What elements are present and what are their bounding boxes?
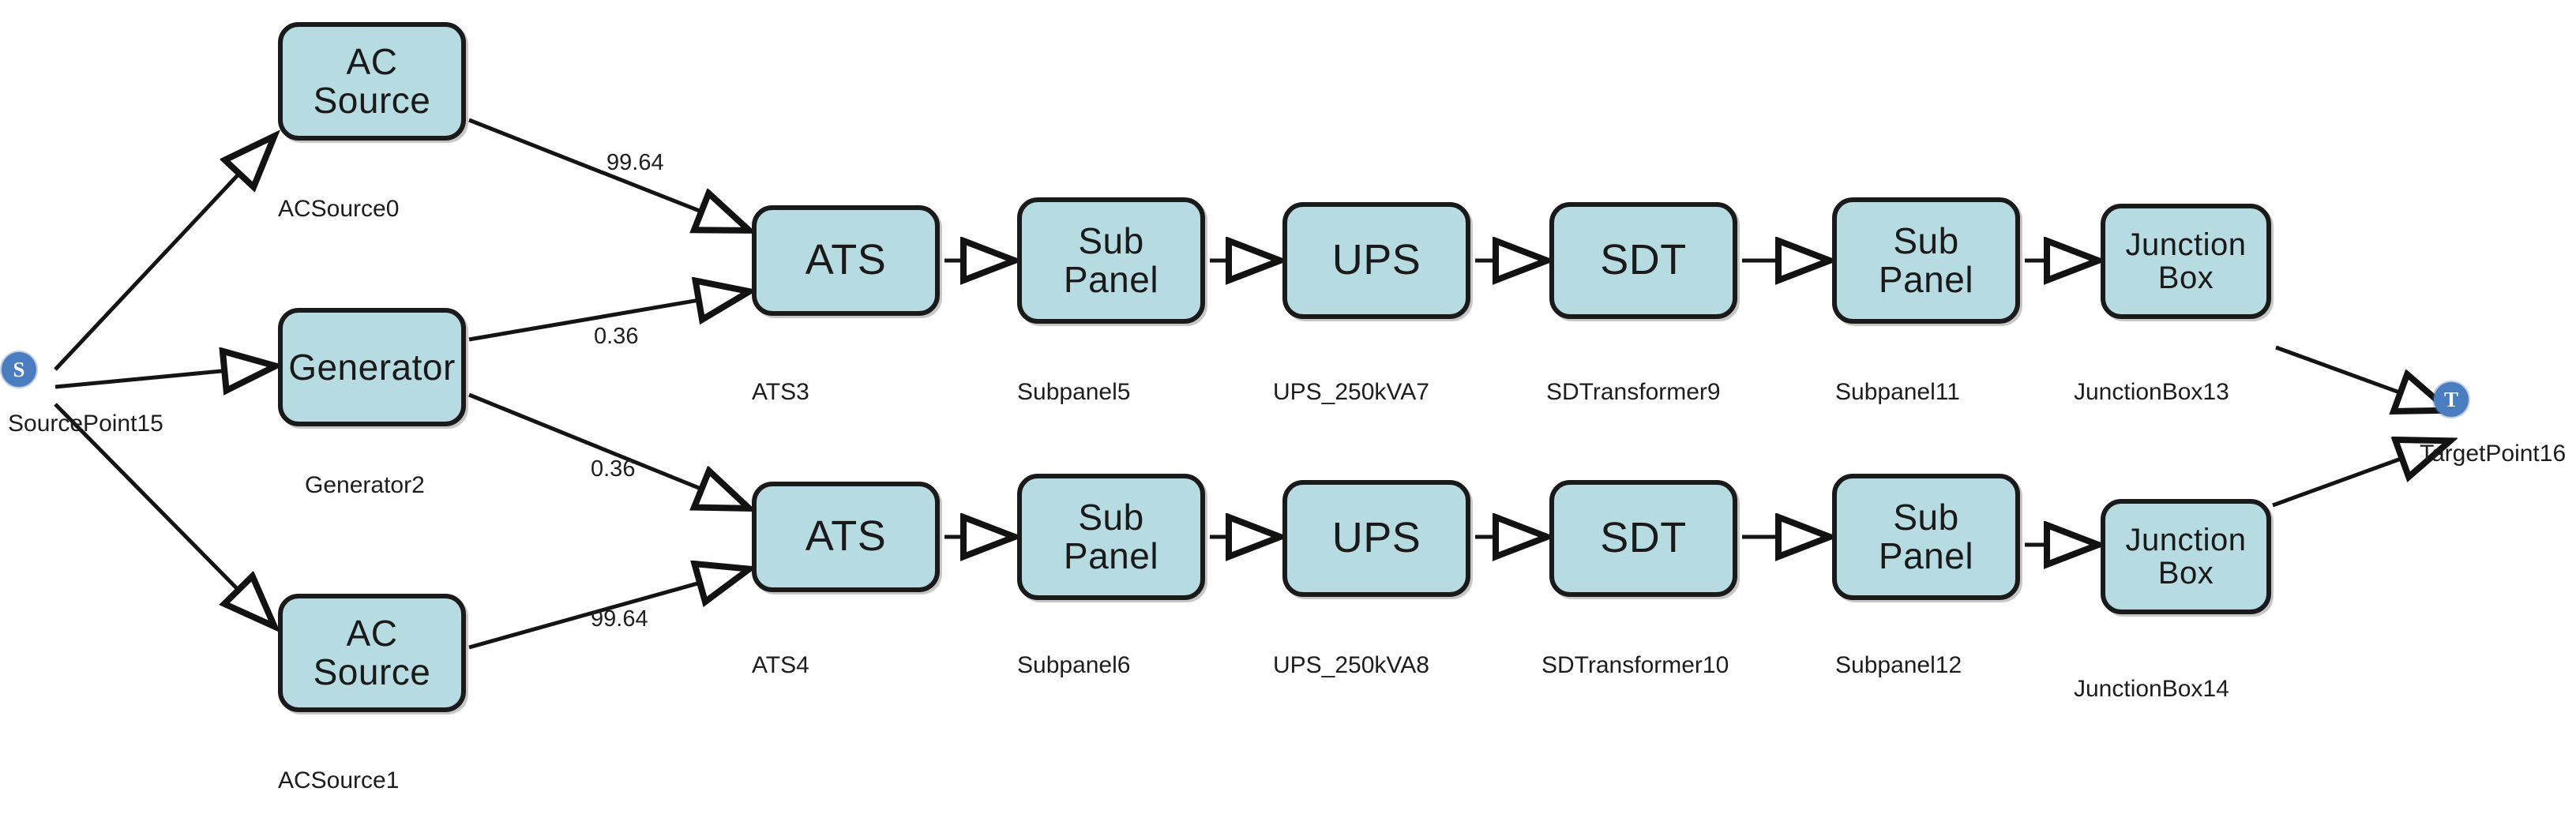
node-label-junctionbox14: JunctionBox14 [2074, 676, 2229, 702]
node-label-subpanel11: Subpanel11 [1835, 379, 1960, 405]
node-sdt9-text: SDT [1600, 236, 1687, 284]
node-label-acsource0: ACSource0 [278, 196, 400, 222]
node-label-ups8: UPS_250kVA8 [1273, 652, 1429, 678]
edge-weight-acsource1-to-ats4: 99.64 [591, 606, 648, 632]
node-label-junctionbox13: JunctionBox13 [2074, 379, 2229, 405]
node-ats3-text: ATS [805, 236, 887, 284]
node-label-acsource1: ACSource1 [278, 767, 400, 793]
edge-acsource0-to-ats3[interactable] [468, 118, 745, 229]
node-ups8-text: UPS [1331, 514, 1421, 562]
node-ats4[interactable]: ATS [752, 482, 940, 592]
targetpoint-icon[interactable]: T [2434, 382, 2469, 417]
node-generator2[interactable]: Generator [278, 308, 466, 426]
node-label-sdt10: SDTransformer10 [1541, 652, 1729, 678]
node-label-ats4: ATS4 [752, 652, 809, 678]
edge-src-to-generator2[interactable] [54, 366, 272, 387]
node-label-generator2: Generator2 [305, 472, 425, 498]
edge-weight-generator2-to-ats4: 0.36 [591, 456, 636, 482]
node-ups7[interactable]: UPS [1282, 202, 1470, 319]
node-generator2-text: Generator [288, 346, 456, 388]
edge-acsource1-to-ats4[interactable] [468, 570, 745, 650]
edge-weight-acsource0-to-ats3: 99.64 [606, 150, 664, 175]
endpoint-label-targetpoint: TargetPoint16 [2420, 441, 2567, 467]
endpoint-label-sourcepoint: SourcePoint15 [8, 411, 163, 437]
edge-src-to-acsource1[interactable] [54, 403, 272, 624]
node-label-subpanel12: Subpanel12 [1835, 652, 1962, 678]
node-sdt10[interactable]: SDT [1549, 480, 1737, 597]
edge-jb14-to-target[interactable] [2272, 442, 2446, 508]
node-ups8[interactable]: UPS [1282, 480, 1470, 597]
edge-generator2-to-ats3[interactable] [468, 292, 745, 342]
edge-weight-generator2-to-ats3: 0.36 [594, 324, 639, 349]
edge-generator2-to-ats4[interactable] [468, 392, 745, 507]
node-ups7-text: UPS [1331, 236, 1421, 284]
sourcepoint-icon[interactable]: S [2, 352, 36, 387]
node-label-ats3: ATS3 [752, 379, 809, 405]
edge-jb13-to-target[interactable] [2275, 345, 2445, 409]
edge-src-to-acsource0[interactable] [54, 139, 272, 371]
node-ats4-text: ATS [805, 512, 887, 561]
node-label-sdt9: SDTransformer9 [1546, 379, 1721, 405]
node-label-subpanel6: Subpanel6 [1017, 652, 1131, 678]
node-label-subpanel5: Subpanel5 [1017, 379, 1131, 405]
node-label-ups7: UPS_250kVA7 [1273, 379, 1429, 405]
node-sdt10-text: SDT [1600, 514, 1687, 562]
node-sdt9[interactable]: SDT [1549, 202, 1737, 319]
node-ats3[interactable]: ATS [752, 205, 940, 316]
